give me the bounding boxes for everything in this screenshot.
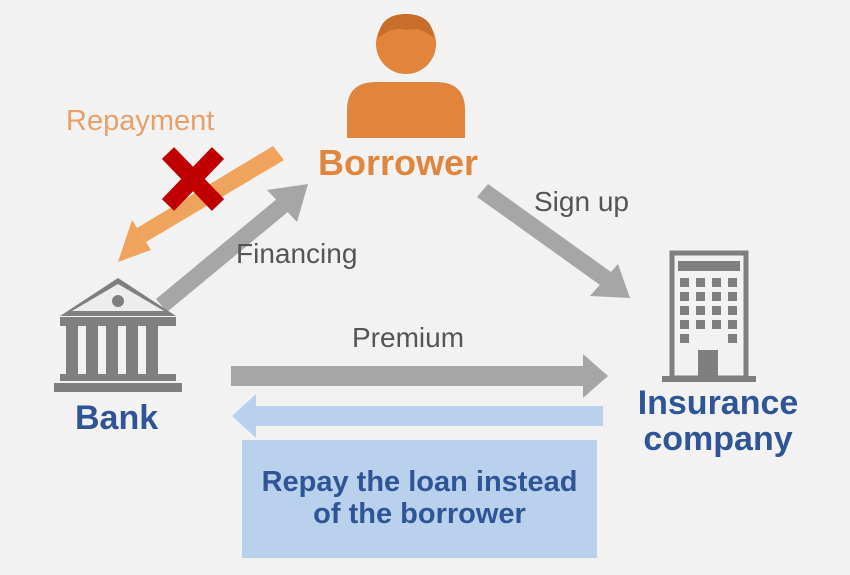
bank-label: Bank	[75, 399, 159, 437]
window	[712, 320, 721, 329]
window	[728, 320, 737, 329]
window	[696, 320, 705, 329]
premium-arrow	[231, 354, 608, 398]
financing-arrow	[156, 184, 308, 312]
window	[696, 306, 705, 315]
window	[696, 278, 705, 287]
window	[728, 306, 737, 315]
window	[728, 278, 737, 287]
bank-building-icon	[54, 278, 182, 392]
window	[680, 278, 689, 287]
window	[712, 306, 721, 315]
window	[680, 320, 689, 329]
repay-instead-box: Repay the loan instead of the borrower	[242, 440, 597, 558]
repayment-label: Repayment	[66, 105, 215, 137]
signup-arrow	[477, 184, 630, 298]
window	[712, 292, 721, 301]
window	[728, 292, 737, 301]
person-icon	[347, 14, 465, 138]
window	[696, 292, 705, 301]
repay-instead-arrow	[232, 394, 603, 438]
office-building-icon	[662, 250, 756, 382]
window	[712, 278, 721, 287]
financing-label: Financing	[236, 238, 358, 269]
insurance-company-label: Insurance company	[637, 384, 799, 458]
window	[680, 292, 689, 301]
borrower-label: Borrower	[318, 142, 479, 183]
sign-up-label: Sign up	[534, 186, 629, 217]
premium-label: Premium	[352, 322, 465, 353]
window	[680, 334, 689, 343]
repay-instead-label: Repay the loan instead of the borrower	[261, 466, 578, 530]
window	[680, 306, 689, 315]
window	[728, 334, 737, 343]
red-x-icon	[161, 147, 225, 211]
